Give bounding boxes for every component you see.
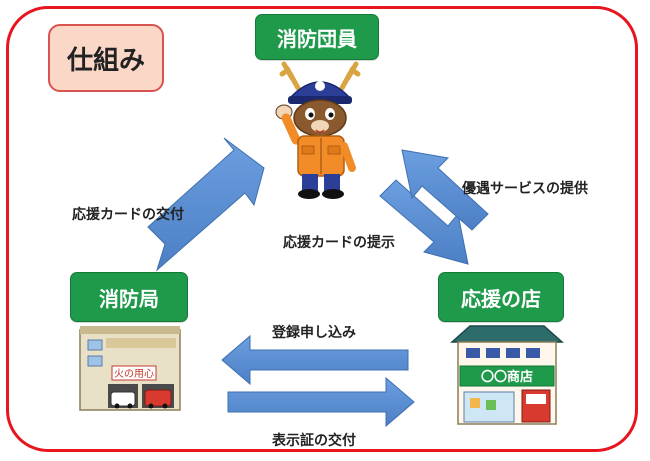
node-label-fire-department: 消防局 bbox=[70, 272, 188, 322]
fire-station-illustration: 火の用心 bbox=[79, 326, 181, 411]
caption-register: 登録申し込み bbox=[272, 325, 356, 341]
outer-frame bbox=[6, 6, 638, 452]
arrow-sign-issue bbox=[227, 376, 415, 428]
mascot-illustration bbox=[275, 61, 361, 199]
node-label-fire-brigade-member: 消防団員 bbox=[255, 14, 379, 60]
caption-card-show: 応援カードの提示 bbox=[283, 235, 395, 251]
arrow-register bbox=[221, 334, 409, 386]
caption-sign-issue: 表示証の交付 bbox=[272, 433, 356, 449]
caption-card-issue: 応援カードの交付 bbox=[72, 207, 184, 223]
node-label-support-shop: 応援の店 bbox=[438, 272, 564, 322]
shop-illustration: 〇〇商店 bbox=[450, 325, 564, 425]
fire-station-sign-text: 火の用心 bbox=[114, 368, 154, 380]
arrow-service bbox=[401, 149, 489, 231]
shop-sign-text: 〇〇商店 bbox=[481, 369, 533, 385]
arrow-card-show bbox=[379, 179, 469, 265]
arrow-card-issue bbox=[147, 137, 265, 272]
diagram-title: 仕組み bbox=[48, 24, 164, 92]
caption-service: 優遇サービスの提供 bbox=[462, 181, 588, 197]
